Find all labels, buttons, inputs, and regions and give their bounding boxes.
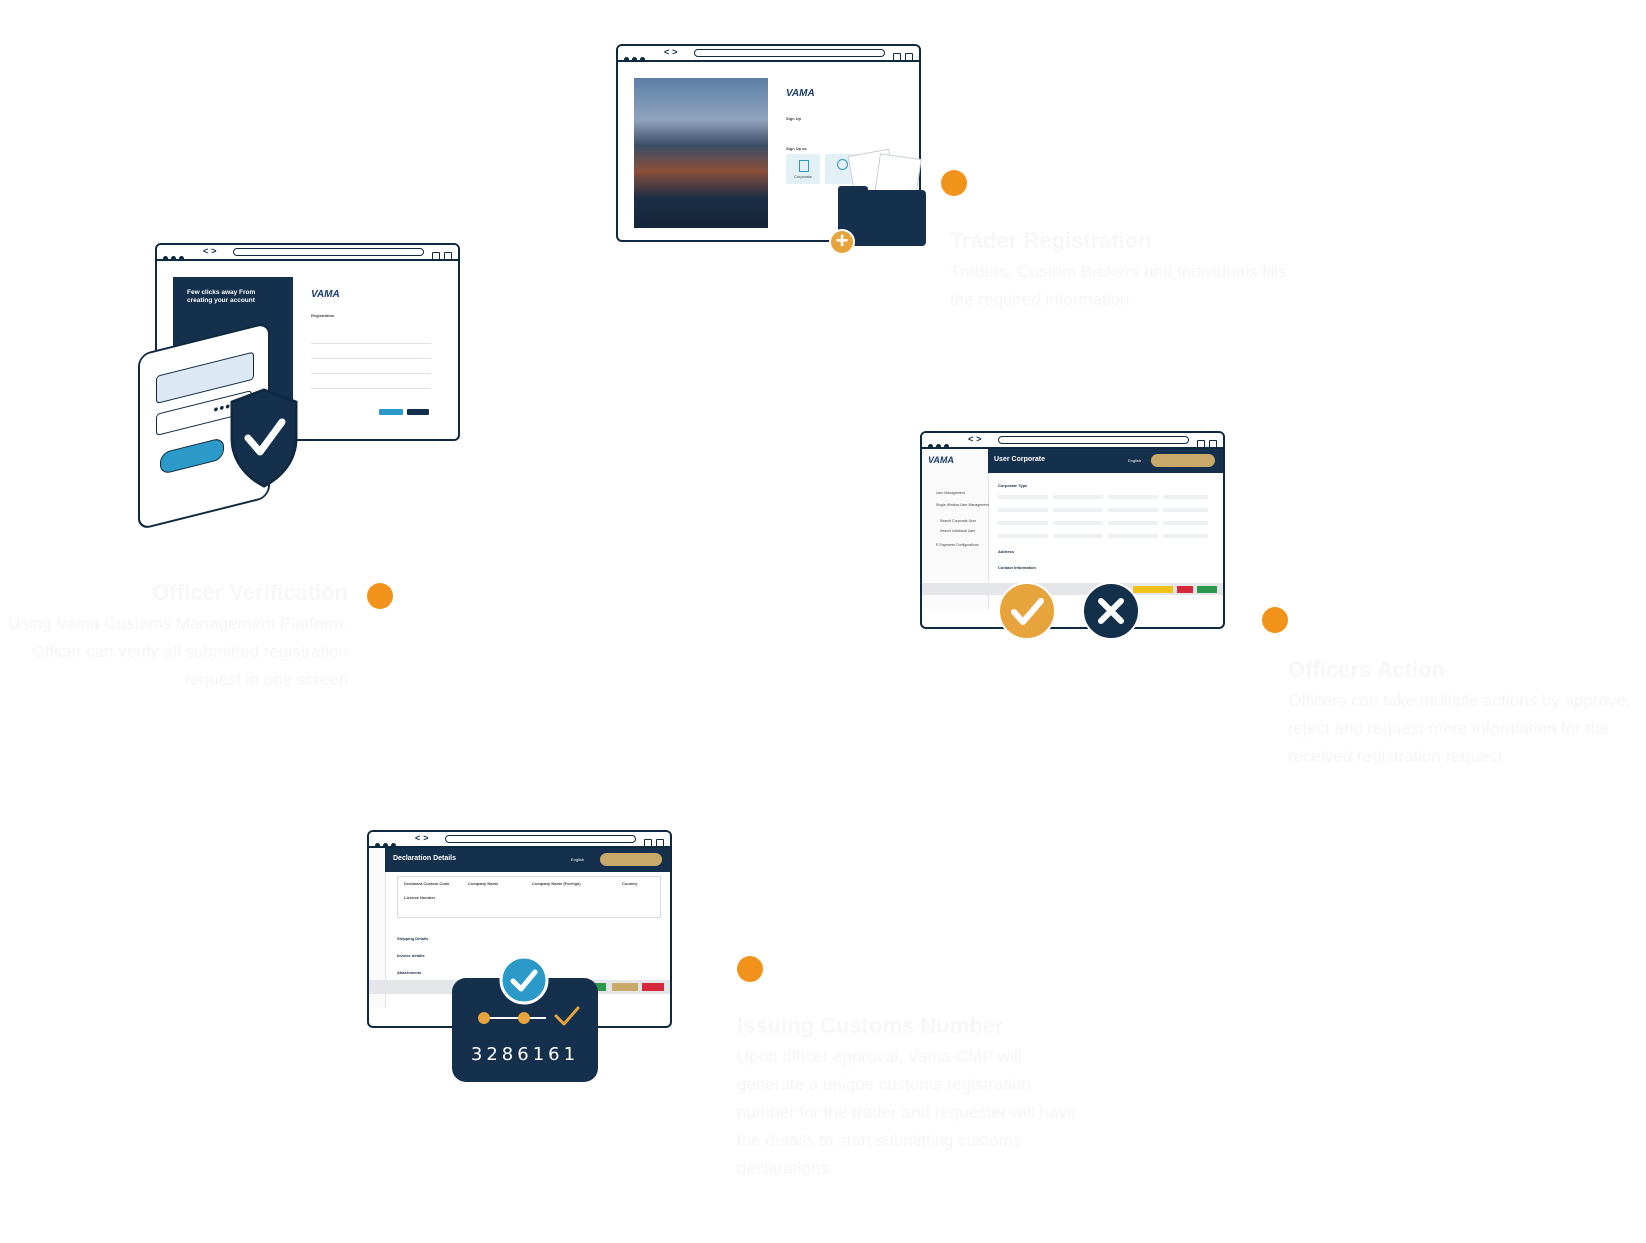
step-4-description: Upon officer approval, Vama CMP will gen… [737,1047,1077,1178]
field-declarant-code: Declarant Custom Code [404,881,450,886]
registration-form-title: Registration [311,313,335,318]
return-button[interactable] [612,983,638,991]
login-button-icon [160,437,224,475]
building-icon [799,160,809,172]
corporate-title: User Corporate [994,456,1045,463]
side-panel-title: Few clicks away From creating your accou… [187,289,256,304]
address-bar [998,436,1189,444]
attachments-section[interactable]: Attachments [397,970,422,975]
address-bar [694,49,885,57]
field-license-number: License Number [404,895,436,900]
step-3-description: Officers can take multiple actions by ap… [1288,691,1631,766]
invoice-details-section[interactable]: Invoice details [397,953,425,958]
sidebar-item-sw-user-management[interactable]: Single Window User Management [936,503,989,507]
back-forward-icon: <> [415,833,432,843]
corporate-browser-window: <> VAMA User Management Single Window Us… [920,431,1225,629]
corporate-detail-grid [998,495,1208,541]
user-icon [837,159,848,170]
previous-button[interactable] [379,409,403,415]
field-country: Country [622,881,638,886]
declaration-header: Declaration Details English [385,848,670,872]
user-menu-pill[interactable] [1151,454,1215,467]
field-company-name-foreign: Company Name (Foreign) [532,881,581,886]
back-forward-icon: <> [968,434,985,444]
form-field-lines [311,329,431,389]
action-bar [922,583,1223,595]
customs-number: 3286161 [470,1044,580,1065]
corporate-type-heading: Corporate Type [998,483,1028,488]
browser-toolbar: <> [369,832,670,848]
user-menu-pill[interactable] [600,853,662,866]
corporate-option-button[interactable]: Corporate [786,154,820,184]
corporate-header: User Corporate English [988,449,1223,473]
approve-button[interactable] [592,983,606,991]
reject-button[interactable] [642,983,664,991]
step-2-dot [367,583,393,609]
need-more-info-button[interactable] [1133,586,1173,593]
step-4-title: Issuing Customs Number [737,1013,1004,1038]
next-button[interactable] [407,409,429,415]
add-icon: + [829,229,855,255]
declaration-sidebar [369,848,386,1008]
step-1-dot [941,170,967,196]
step-2-description: Using Vama Customs Management Platform, … [8,614,348,689]
corporate-sidebar: VAMA User Management Single Window User … [922,449,989,609]
sidebar-item-user-management[interactable]: User Management [936,491,965,495]
sidebar-item-search-individual[interactable]: Search Individual User [940,529,976,533]
vama-logo: VAMA [786,88,815,99]
shipping-details-section[interactable]: Shipping Details [397,936,429,941]
back-forward-icon: <> [664,47,681,57]
back-forward-icon: <> [203,246,220,256]
approve-check-icon [998,582,1056,640]
browser-toolbar: <> [922,433,1223,449]
sidebar-item-search-corporate[interactable]: Search Corporate User [940,519,976,523]
port-photo [634,78,768,228]
address-bar [445,835,636,843]
language-selector[interactable]: English [571,857,585,862]
reject-x-icon [1082,582,1140,640]
verified-check-icon [499,955,549,1005]
sidebar-item-epayments[interactable]: E-Payments Configurations [936,543,979,547]
address-section-heading: Address [998,549,1015,554]
signup-as-label: Sign Up as [786,146,807,151]
shield-check-icon [230,388,298,488]
step-1-title: Trader Registration [950,228,1152,253]
approve-button[interactable] [1197,586,1217,593]
contact-section-heading: Contact Information [998,565,1036,570]
vama-logo: VAMA [311,289,340,300]
step-3-title: Officers Action [1288,657,1445,682]
reject-button[interactable] [1177,586,1193,593]
step-3-dot [1262,607,1288,633]
declaration-info-card: Declarant Custom Code Company Name Compa… [397,876,661,918]
step-1-description: Traders, Custom Brokers and Individuals … [950,262,1287,309]
signup-heading: Sign Up [786,116,802,121]
browser-toolbar: <> [618,46,919,62]
step-4-dot [737,956,763,982]
language-selector[interactable]: English [1128,458,1142,463]
address-bar [233,248,424,256]
field-company-name: Company Name [468,881,499,886]
declaration-title: Declaration Details [393,855,457,862]
progress-track-icon [478,1006,580,1026]
step-2-title: Officer Verification [152,580,348,605]
browser-toolbar: <> [157,245,458,261]
